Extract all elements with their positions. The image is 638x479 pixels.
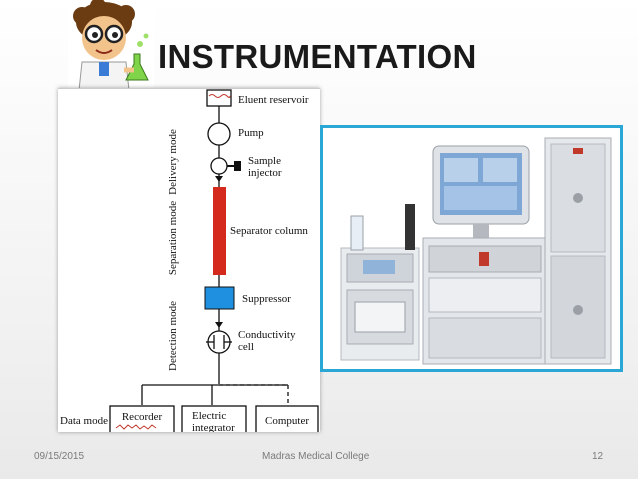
computer-label: Computer xyxy=(265,415,309,427)
suppressor-box xyxy=(204,286,235,310)
delivery-mode-label: Delivery mode xyxy=(167,129,179,195)
integrator-label-line2: integrator xyxy=(192,422,235,432)
column-label: Separator column xyxy=(230,225,308,237)
sample-injector-icon xyxy=(210,157,241,182)
reservoir-label: Eluent reservoir xyxy=(238,94,309,106)
integrator-box xyxy=(181,405,247,432)
recorder-box xyxy=(109,405,175,432)
detector-tower-unit xyxy=(544,137,612,365)
separation-mode-label: Separation mode xyxy=(167,201,179,275)
touchscreen-monitor xyxy=(432,145,530,238)
ion-chromatography-diagram: Delivery mode Separation mode Detection … xyxy=(58,88,320,432)
ion-chromatograph-photo xyxy=(320,125,623,372)
injector-label-line1: Sample xyxy=(248,155,281,167)
integrator-label-line1: Electric xyxy=(192,410,226,422)
footer-page-number: 12 xyxy=(592,451,604,462)
injector-label-line2: injector xyxy=(248,167,282,179)
separator-column xyxy=(213,187,226,275)
slide-title: INSTRUMENTATION xyxy=(158,38,477,75)
eluent-reservoir-icon xyxy=(206,89,232,107)
cell-label-line2: cell xyxy=(238,341,254,353)
conductivity-cell-icon xyxy=(206,330,232,354)
pump-label: Pump xyxy=(238,127,264,139)
autosampler-unit xyxy=(340,204,420,361)
detection-mode-label: Detection mode xyxy=(167,301,179,371)
footer-college: Madras Medical College xyxy=(262,451,370,462)
footer-date: 09/15/2015 xyxy=(34,451,85,462)
computer-box xyxy=(255,405,319,432)
pump-icon xyxy=(207,122,231,146)
main-chromatograph-unit xyxy=(422,237,548,365)
recorder-label: Recorder xyxy=(122,411,163,423)
suppressor-label: Suppressor xyxy=(242,293,291,305)
cell-label-line1: Conductivity xyxy=(238,329,296,341)
data-mode-label: Data mode xyxy=(60,415,108,427)
